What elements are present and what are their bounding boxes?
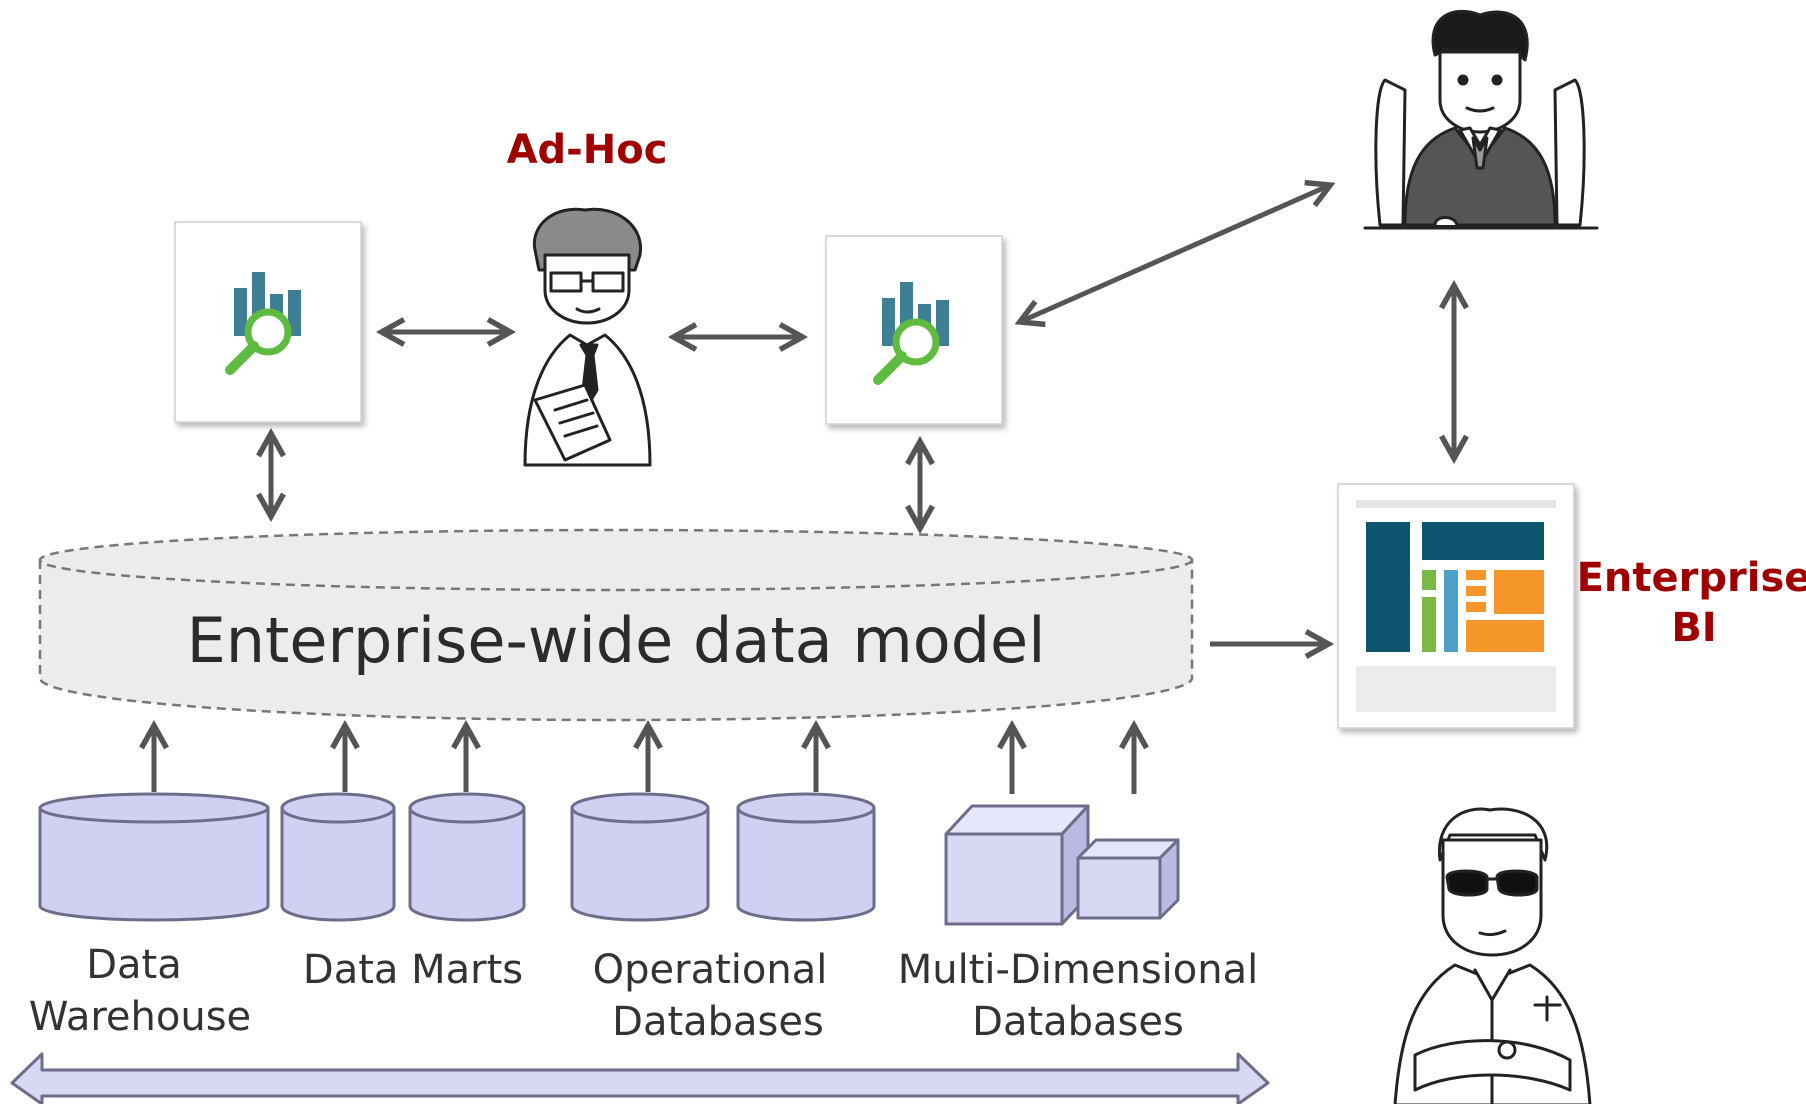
source-label-operational-line2: Databases xyxy=(612,999,824,1045)
enterprise-bi-label-line1: Enterprise xyxy=(1577,555,1806,601)
adhoc-label: Ad-Hoc xyxy=(507,127,668,173)
db-data-warehouse xyxy=(38,792,270,922)
source-label-warehouse-line1: Data xyxy=(86,942,182,988)
source-label-warehouse-line2: Warehouse xyxy=(29,994,251,1040)
multidimensional-cube-large xyxy=(944,804,1090,926)
admin-person-icon xyxy=(1393,807,1592,1104)
enterprise-bi-dashboard[interactable] xyxy=(1337,483,1575,729)
enterprise-data-model: Enterprise-wide data model xyxy=(38,528,1194,722)
db-operational-1 xyxy=(570,792,710,922)
db-data-mart-1 xyxy=(280,792,396,922)
multidimensional-cube-small xyxy=(1076,838,1180,920)
executive-person-icon xyxy=(1363,9,1599,230)
analyst-person-icon xyxy=(523,207,652,467)
dashboard-icon xyxy=(1356,500,1556,712)
source-label-multidim-line2: Databases xyxy=(972,999,1184,1045)
analytics-magnifier-icon xyxy=(225,272,301,375)
source-label-multidim-line1: Multi-Dimensional xyxy=(898,947,1258,993)
data-model-label: Enterprise-wide data model xyxy=(187,604,1046,677)
sources-span-arrow xyxy=(10,1052,1270,1104)
analytics-box-left[interactable] xyxy=(174,221,362,423)
analytics-box-right[interactable] xyxy=(825,235,1003,425)
source-label-marts: Data Marts xyxy=(303,947,523,993)
source-label-operational-line1: Operational xyxy=(593,947,828,993)
enterprise-bi-label-line2: BI xyxy=(1671,605,1716,651)
analytics-magnifier-icon xyxy=(873,282,949,385)
db-data-mart-2 xyxy=(408,792,526,922)
db-operational-2 xyxy=(736,792,876,922)
arrow-box2-executive xyxy=(1022,186,1328,321)
